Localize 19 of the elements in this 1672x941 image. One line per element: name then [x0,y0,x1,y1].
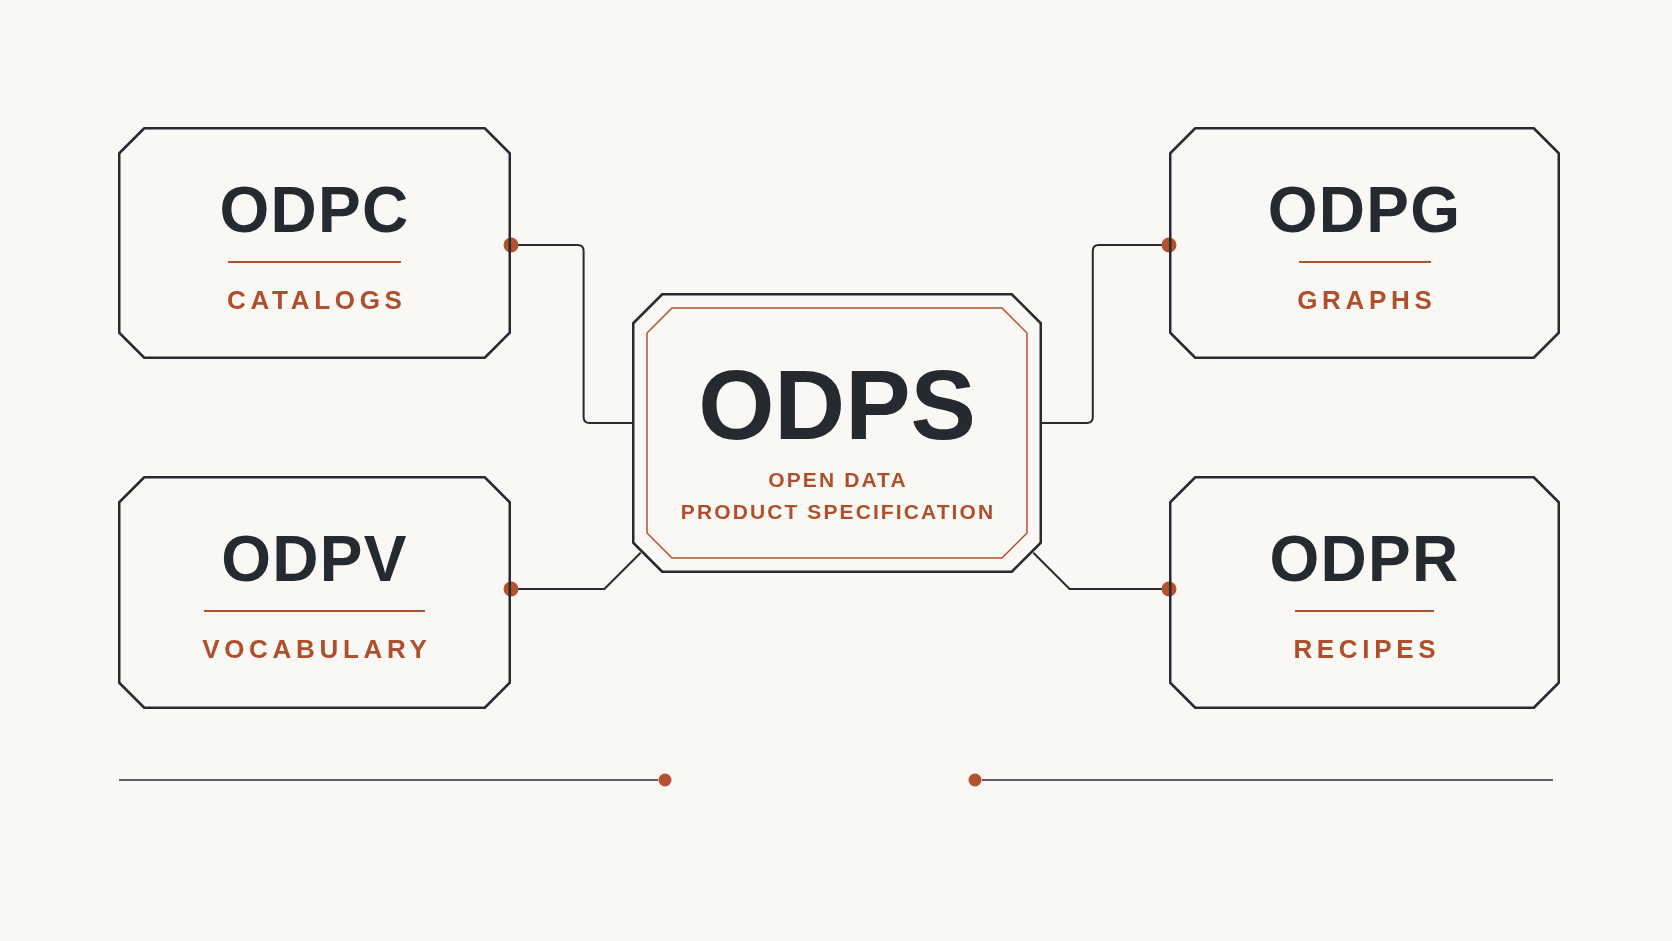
box-subtitle: CATALOGS [226,285,407,315]
box-subtitle: VOCABULARY [201,634,432,664]
connector-line [1032,551,1177,597]
connector-line [503,551,642,597]
box-subtitle: GRAPHS [1296,285,1437,315]
chamfered-box [1169,127,1560,359]
box-subtitle: RECIPES [1292,634,1441,664]
chamfered-box [632,293,1042,573]
box-title: ODPV [221,526,408,592]
connector-line [503,237,633,424]
chamfered-box [118,476,511,709]
chamfered-box [118,127,511,359]
box-title: ODPC [219,177,410,243]
box-title: ODPG [1267,177,1462,243]
box-title: ODPR [1269,526,1460,592]
chamfered-box [1169,476,1560,709]
connector-line [1041,237,1177,424]
box-title: ODPS [698,355,976,455]
box-subtitle: OPEN DATA PRODUCT SPECIFICATION [679,467,996,525]
